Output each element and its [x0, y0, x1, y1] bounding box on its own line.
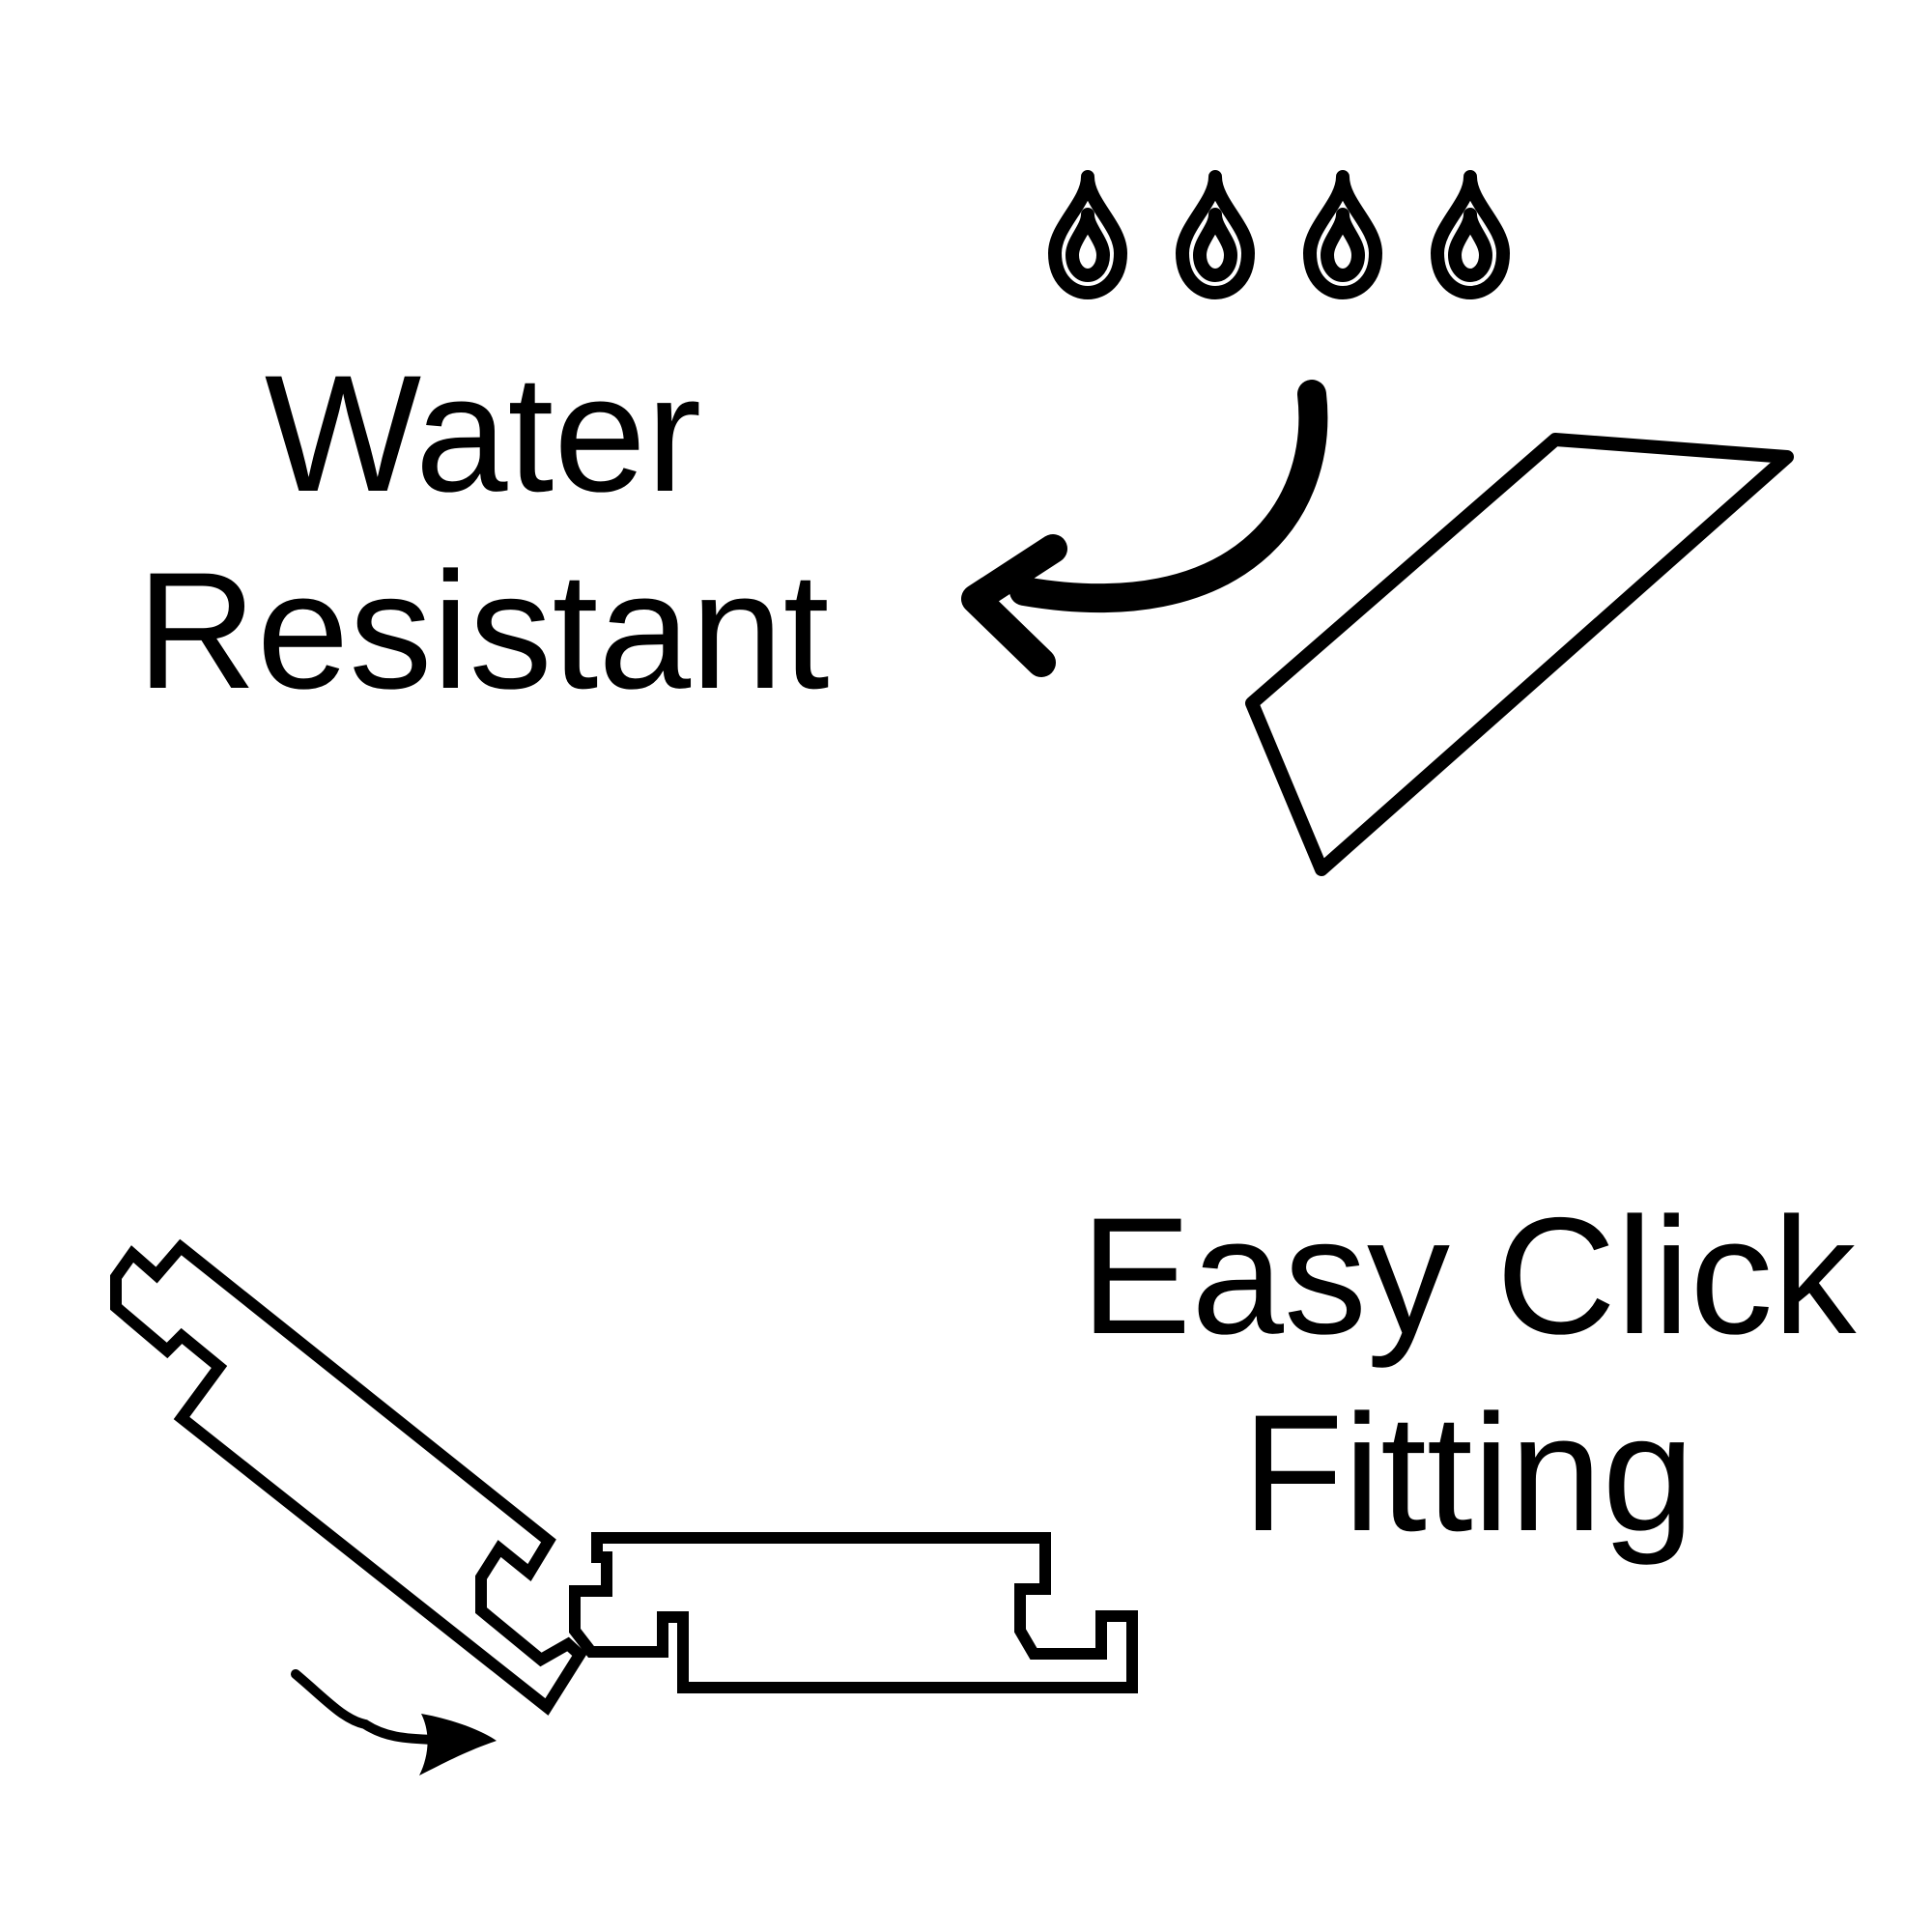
easy-click-fitting-line-1: Easy Click [1080, 1183, 1857, 1369]
water-resistant-label: Water Resistant [58, 335, 908, 729]
water-drop-icon [1176, 170, 1255, 299]
water-drop-icon [1431, 170, 1510, 299]
water-drop-icon [1048, 170, 1127, 299]
click-plank-flat-icon [569, 1532, 1138, 1693]
water-drops [1048, 170, 1510, 299]
easy-click-fitting-line-2: Fitting [1241, 1380, 1695, 1566]
curved-arrow-icon [961, 380, 1328, 677]
easy-click-fitting-label: Easy Click Fitting [1043, 1178, 1893, 1572]
water-drop-icon [1303, 170, 1382, 299]
water-resistant-line-1: Water [264, 341, 702, 526]
floor-plank-icon [1245, 433, 1794, 876]
rotate-arrow-icon [291, 1669, 497, 1776]
water-resistant-line-2: Resistant [136, 538, 830, 724]
click-plank-angled-icon [110, 1238, 587, 1716]
